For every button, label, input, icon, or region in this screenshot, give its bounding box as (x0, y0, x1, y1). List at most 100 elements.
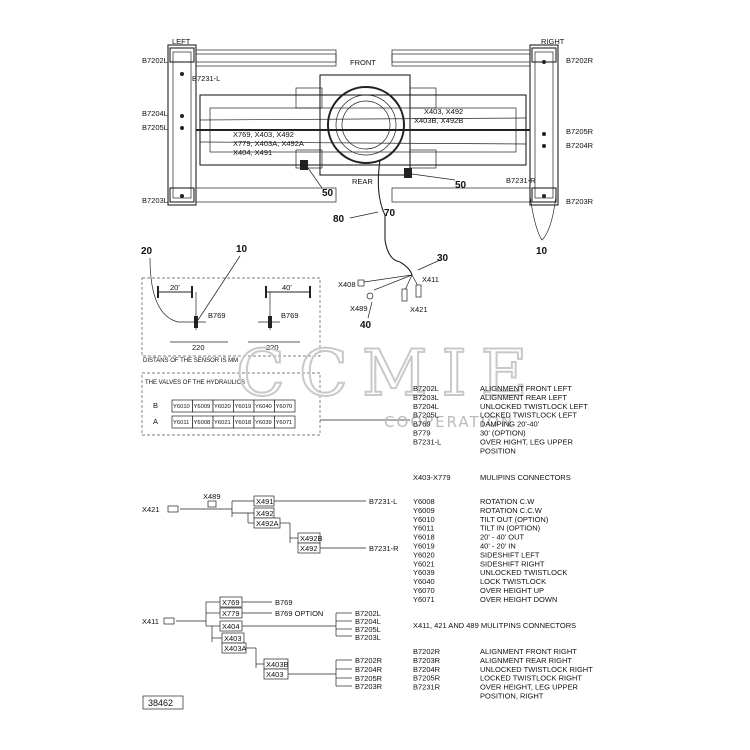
legend-desc: LOCKED TWISTLOCK RIGHT (480, 674, 582, 683)
valve-cell-label: Y6040 (255, 404, 272, 410)
tree-label-x403: X403 (266, 670, 284, 679)
valve-row-side: A (153, 417, 158, 426)
dim-label: 220 (192, 343, 205, 352)
multipin-desc: MULIPINS CONNECTORS (480, 473, 571, 482)
callout-10: 10 (236, 244, 248, 255)
callout-70: 70 (384, 208, 396, 219)
tree-label-x779: X779 (222, 609, 240, 618)
tree-label-x492: X492 (256, 509, 274, 518)
tree-label-x491: X491 (256, 497, 274, 506)
legend-desc: TILT OUT (OPTION) (480, 515, 549, 524)
tree-label-x404: X404 (222, 622, 240, 631)
sensor-dot (180, 72, 184, 76)
sensor-dot (542, 194, 546, 198)
sensor-label-b7203r: B7203R (566, 197, 594, 206)
tree-label-x411: X411 (142, 617, 159, 626)
tree-label-x769: X769 (222, 598, 240, 607)
legend-desc: ALIGNMENT FRONT LEFT (480, 384, 572, 393)
legend-code: B7203R (413, 656, 441, 665)
tree-label-b7203r: B7203R (355, 682, 383, 691)
sensor-dot (542, 132, 546, 136)
legend-code: B779 (413, 429, 431, 438)
legend-desc: ROTATION C.C.W (480, 506, 543, 515)
tree-label-b769: B769 (275, 598, 293, 607)
callout-80: 80 (333, 214, 345, 225)
legend-code: B7205R (413, 674, 441, 683)
tree-label-x492: X492 (300, 544, 318, 553)
valve-cell-label: Y6039 (255, 420, 272, 426)
legend-desc: DAMPING 20'-40' (480, 420, 540, 429)
legend-code: Y6011 (413, 524, 434, 533)
legend-code: Y6021 (413, 559, 435, 568)
legend-code: Y6018 (413, 533, 435, 542)
legend-desc: OVER HEIGHT UP (480, 586, 544, 595)
watermark-sub: COOPERATION (384, 413, 514, 431)
rear-label: REAR (352, 177, 373, 186)
tree-label-x403b: X403B (266, 660, 289, 669)
sensor-dot (542, 144, 546, 148)
tree-label-b7205r: B7205R (355, 674, 383, 683)
sensor-label-b7205l: B7205L (142, 123, 168, 132)
tree-label-b7202r: B7202R (355, 656, 383, 665)
rotator-housing (319, 74, 411, 176)
valve-cell-label: Y6019 (235, 404, 252, 410)
sensor-dot (180, 126, 184, 130)
legend-desc: OVER HIGHT, LEG UPPER (480, 437, 574, 446)
legend-code: B7205L (413, 411, 439, 420)
legend-desc: UNLOCKED TWISTLOCK LEFT (480, 402, 588, 411)
tree-label-b7203l: B7203L (355, 633, 381, 642)
tree-label-b7204l: B7204L (355, 617, 381, 626)
cable-label-x421: X421 (410, 305, 428, 314)
legend-code: B7231R (413, 683, 441, 692)
legend-code: Y6020 (413, 550, 435, 559)
cable-assembly (357, 259, 441, 302)
cable-70 (377, 159, 401, 263)
sensor-b769-label: B769 (281, 311, 299, 320)
legend-desc: LOCK TWISTLOCK (480, 577, 546, 586)
conn-label: X403B, X492B (414, 116, 463, 125)
valve-cell (274, 399, 296, 413)
valve-cell-label: Y6018 (235, 420, 252, 426)
tree-label-x403: X403 (224, 634, 242, 643)
callout-40: 40 (360, 320, 372, 331)
tree-label-b7204r: B7204R (355, 665, 383, 674)
valve-cell-label: Y6021 (214, 420, 231, 426)
front-label: FRONT (350, 58, 376, 67)
tree-label-b7205l: B7205L (355, 625, 381, 634)
legend-desc: SIDESHIFT RIGHT (480, 559, 545, 568)
tree-label-x492b: X492B (300, 534, 323, 543)
tree-label-x489: X489 (203, 492, 221, 501)
legend-desc: POSITION (480, 446, 516, 455)
conn-label: X769, X403, X492 (233, 130, 294, 139)
multipin-code: X403-X779 (413, 473, 451, 482)
callout-20: 20 (141, 246, 153, 257)
legend-code: Y6008 (413, 497, 435, 506)
callout-50: 50 (322, 188, 334, 199)
legend-desc: POSITION, RIGHT (480, 692, 544, 701)
legend-code: B7231-L (413, 437, 441, 446)
legend-code: Y6040 (413, 577, 435, 586)
legend-desc: ALIGNMENT FRONT RIGHT (480, 647, 577, 656)
legend-code: Y6010 (413, 515, 435, 524)
sensor-label-b7205r: B7205R (566, 127, 594, 136)
sensor-dot (180, 114, 184, 118)
sensor-label-b7204l: B7204L (142, 109, 168, 118)
legend-desc: ROTATION C.W (480, 497, 535, 506)
valve-cell-label: Y6008 (194, 420, 211, 426)
legend-code: Y6019 (413, 542, 435, 551)
valve-row-side: B (153, 401, 158, 410)
valve-cell-label: Y6020 (214, 404, 231, 410)
wiring-tree-1 (167, 495, 366, 554)
valve-cell-label: Y6071 (276, 420, 293, 426)
cable-label-x408: X408 (338, 280, 356, 289)
legend-desc: UNLOCKED TWISTLOCK (480, 568, 567, 577)
legend-desc: 40' - 20' IN (480, 542, 516, 551)
tree-label-b7231l: B7231-L (369, 497, 397, 506)
legend-desc: 30' (OPTION) (480, 429, 526, 438)
sensor-label-b7231l: B7231-L (192, 74, 220, 83)
conn-label: X403, X492 (424, 107, 463, 116)
